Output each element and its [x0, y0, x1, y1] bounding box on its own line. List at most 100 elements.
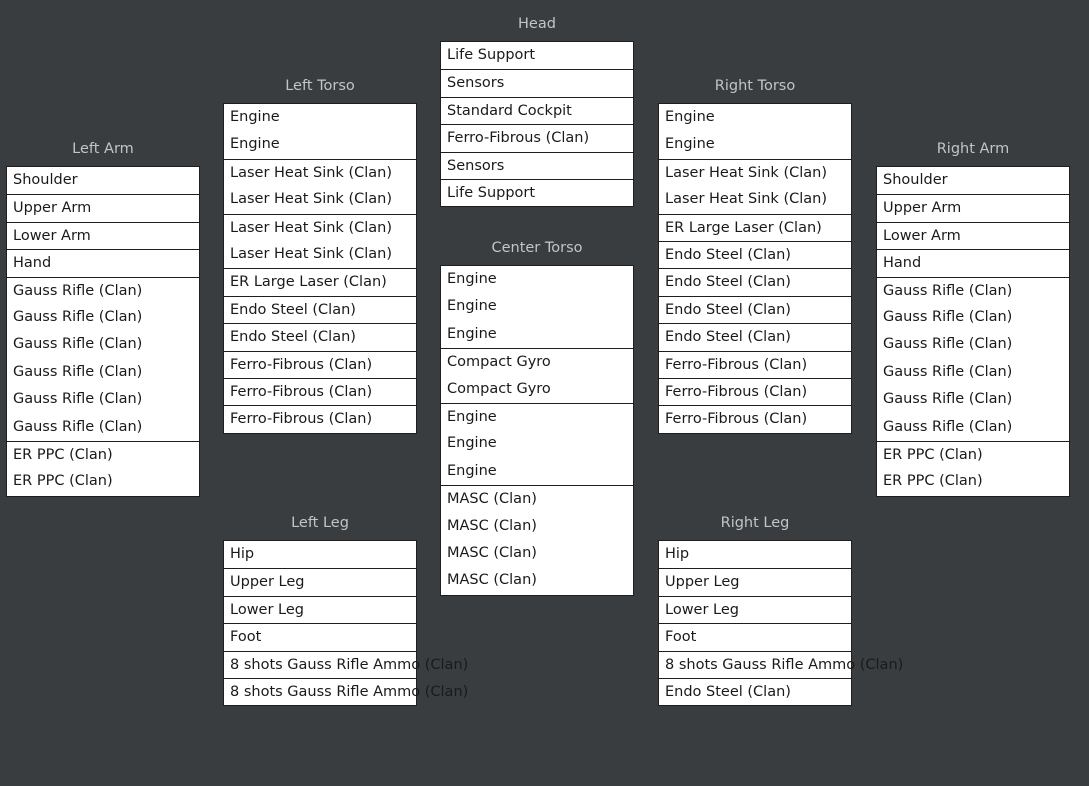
crit-slot[interactable]: ER PPC (Clan) — [877, 440, 1069, 468]
location-left-arm: Left Arm Shoulder Upper Arm Lower Arm Ha… — [6, 140, 200, 497]
crit-slot[interactable]: Lower Leg — [659, 595, 851, 623]
crit-slot[interactable]: Ferro-Fibrous (Clan) — [224, 377, 416, 405]
crit-slot[interactable]: Ferro-Fibrous (Clan) — [659, 350, 851, 378]
crit-slot[interactable]: Hand — [877, 249, 1069, 276]
crit-slot[interactable]: Gauss Rifle (Clan) — [883, 308, 1013, 325]
location-title: Center Torso — [491, 240, 583, 256]
crit-slot[interactable]: Gauss Rifle (Clan) — [877, 276, 1069, 304]
crit-slot[interactable]: Ferro-Fibrous (Clan) — [441, 124, 633, 151]
slot-list: Shoulder Upper Arm Lower Arm Hand Gauss … — [6, 166, 200, 497]
location-left-leg: Left Leg Hip Upper Leg Lower Leg Foot 8 … — [223, 514, 468, 707]
crit-slot[interactable]: MASC (Clan) — [447, 544, 537, 561]
crit-slot[interactable]: Laser Heat Sink (Clan) — [230, 245, 392, 262]
crit-slot[interactable]: Lower Arm — [877, 221, 1069, 249]
location-left-torso: Left Torso Engine Engine Laser Heat Sink… — [223, 77, 417, 434]
crit-slot[interactable]: ER PPC (Clan) — [7, 440, 199, 468]
crit-slot[interactable]: Engine — [447, 435, 497, 452]
crit-slot[interactable]: Laser Heat Sink (Clan) — [665, 191, 827, 208]
crit-slot[interactable]: Foot — [659, 623, 851, 650]
crit-slot[interactable]: Engine — [665, 136, 715, 153]
crit-slot[interactable]: Hip — [230, 546, 255, 562]
crit-slot[interactable]: Life Support — [447, 47, 536, 63]
crit-slot[interactable]: Shoulder — [13, 172, 78, 188]
crit-slot[interactable]: Shoulder — [883, 172, 948, 188]
crit-slot[interactable]: Ferro-Fibrous (Clan) — [659, 377, 851, 405]
crit-slot[interactable]: Upper Arm — [877, 194, 1069, 221]
slot-list: Hip Upper Leg Lower Leg Foot 8 shots Gau… — [658, 540, 903, 707]
crit-slot[interactable]: Laser Heat Sink (Clan) — [659, 158, 851, 186]
slot-list: Engine Engine Laser Heat Sink (Clan) Las… — [223, 103, 417, 434]
crit-slot[interactable]: Gauss Rifle (Clan) — [13, 363, 143, 380]
slot-list: Engine Engine Laser Heat Sink (Clan) Las… — [658, 103, 852, 434]
location-title: Right Arm — [936, 141, 1010, 157]
crit-slot[interactable]: ER Large Laser (Clan) — [659, 213, 851, 241]
crit-slot[interactable]: Hip — [665, 546, 690, 562]
crit-slot[interactable]: Engine — [441, 402, 633, 430]
crit-slot[interactable]: Engine — [230, 136, 280, 153]
crit-slot[interactable]: Gauss Rifle (Clan) — [13, 336, 143, 353]
crit-slot[interactable]: Endo Steel (Clan) — [659, 240, 851, 268]
location-title: Head — [518, 16, 556, 32]
crit-slot[interactable]: Upper Leg — [659, 568, 851, 595]
crit-slot[interactable]: MASC (Clan) — [447, 517, 537, 534]
location-title: Left Leg — [291, 515, 349, 531]
crit-slot[interactable]: Compact Gyro — [441, 348, 633, 375]
crit-slot[interactable]: Gauss Rifle (Clan) — [883, 418, 1013, 435]
crit-slot[interactable]: Ferro-Fibrous (Clan) — [659, 405, 851, 432]
crit-slot[interactable]: Engine — [447, 271, 497, 287]
crit-slot[interactable]: Foot — [224, 623, 416, 650]
crit-slot[interactable]: Lower Arm — [7, 221, 199, 249]
crit-slot[interactable]: Gauss Rifle (Clan) — [7, 276, 199, 304]
slot-list: Engine Engine Engine Compact Gyro Compac… — [440, 265, 634, 596]
crit-slot[interactable]: 8 shots Gauss Rifle Ammo (Clan) — [224, 650, 468, 678]
crit-slot[interactable]: Endo Steel (Clan) — [659, 295, 851, 323]
crit-slot[interactable]: Compact Gyro — [447, 380, 551, 397]
crit-slot[interactable]: Engine — [447, 462, 497, 479]
crit-slot[interactable]: Gauss Rifle (Clan) — [883, 391, 1013, 408]
location-right-leg: Right Leg Hip Upper Leg Lower Leg Foot 8… — [658, 514, 903, 707]
crit-slot[interactable]: Laser Heat Sink (Clan) — [224, 158, 416, 186]
location-title: Right Torso — [714, 78, 796, 94]
crit-slot[interactable]: Sensors — [441, 69, 633, 96]
location-center-torso: Center Torso Engine Engine Engine Compac… — [440, 239, 634, 596]
crit-slot[interactable]: 8 shots Gauss Rifle Ammo (Clan) — [224, 677, 468, 705]
crit-slot[interactable]: Gauss Rifle (Clan) — [13, 391, 143, 408]
slot-list: Hip Upper Leg Lower Leg Foot 8 shots Gau… — [223, 540, 468, 707]
location-title: Left Arm — [72, 141, 134, 157]
slot-list: Shoulder Upper Arm Lower Arm Hand Gauss … — [876, 166, 1070, 497]
crit-slot[interactable]: Life Support — [441, 178, 633, 206]
crit-slot[interactable]: Endo Steel (Clan) — [659, 268, 851, 295]
crit-slot[interactable]: MASC (Clan) — [441, 485, 633, 512]
location-right-torso: Right Torso Engine Engine Laser Heat Sin… — [658, 77, 852, 434]
crit-slot[interactable]: Engine — [447, 325, 497, 342]
crit-slot[interactable]: Laser Heat Sink (Clan) — [224, 213, 416, 241]
crit-slot[interactable]: Endo Steel (Clan) — [659, 323, 851, 350]
crit-slot[interactable]: ER PPC (Clan) — [13, 473, 113, 490]
crit-slot[interactable]: Gauss Rifle (Clan) — [13, 418, 143, 435]
crit-slot[interactable]: 8 shots Gauss Rifle Ammo (Clan) — [659, 650, 903, 678]
crit-slot[interactable]: Sensors — [441, 151, 633, 179]
crit-slot[interactable]: Gauss Rifle (Clan) — [13, 308, 143, 325]
crit-slot[interactable]: Ferro-Fibrous (Clan) — [224, 350, 416, 378]
crit-slot[interactable]: Upper Leg — [224, 568, 416, 595]
crit-slot[interactable]: Hand — [7, 249, 199, 276]
crit-slot[interactable]: Ferro-Fibrous (Clan) — [224, 405, 416, 432]
crit-slot[interactable]: Laser Heat Sink (Clan) — [230, 191, 392, 208]
crit-slot[interactable]: ER Large Laser (Clan) — [224, 268, 416, 295]
crit-slot[interactable]: Endo Steel (Clan) — [659, 677, 851, 705]
crit-slot[interactable]: ER PPC (Clan) — [883, 473, 983, 490]
location-right-arm: Right Arm Shoulder Upper Arm Lower Arm H… — [876, 140, 1070, 497]
crit-slot[interactable]: Lower Leg — [224, 595, 416, 623]
crit-slot[interactable]: Gauss Rifle (Clan) — [883, 363, 1013, 380]
crit-slot[interactable]: Engine — [665, 109, 715, 125]
crit-slot[interactable]: Engine — [230, 109, 280, 125]
slot-list: Life Support Sensors Standard Cockpit Fe… — [440, 41, 634, 208]
crit-slot[interactable]: Engine — [447, 298, 497, 315]
crit-slot[interactable]: Endo Steel (Clan) — [224, 295, 416, 323]
location-head: Head Life Support Sensors Standard Cockp… — [440, 15, 634, 208]
crit-slot[interactable]: MASC (Clan) — [447, 572, 537, 589]
crit-slot[interactable]: Endo Steel (Clan) — [224, 323, 416, 350]
crit-slot[interactable]: Upper Arm — [7, 194, 199, 221]
crit-slot[interactable]: Standard Cockpit — [441, 96, 633, 124]
crit-slot[interactable]: Gauss Rifle (Clan) — [883, 336, 1013, 353]
